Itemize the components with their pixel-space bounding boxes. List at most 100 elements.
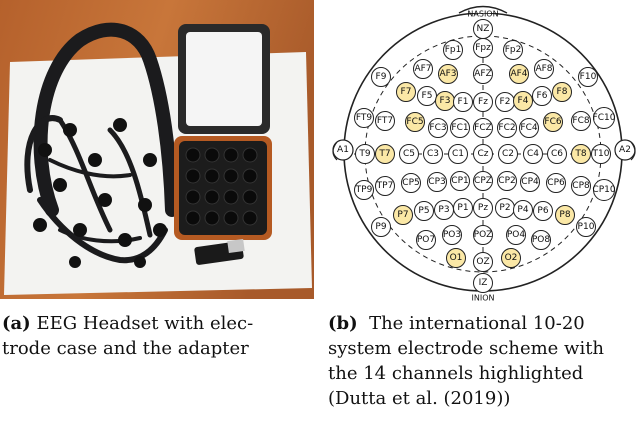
caption-b-line1: The international 10-20 xyxy=(369,313,585,334)
electrode-marker-cp5 xyxy=(401,173,421,193)
electrode-fc10: FC10 xyxy=(593,107,616,129)
electrode-label-poz: POZ xyxy=(474,230,493,240)
right-ear: A2 xyxy=(614,139,636,161)
electrode-label-fc1: FC1 xyxy=(451,123,468,133)
electrode-label-ft7: FT7 xyxy=(377,116,393,126)
caption-a-line1: EEG Headset with elec- xyxy=(36,313,254,334)
electrode-marker-cp10 xyxy=(593,179,615,201)
electrode-c3: C3 xyxy=(423,144,443,164)
electrode-label-p9: P9 xyxy=(375,222,386,232)
electrode-f2: F2 xyxy=(495,92,515,112)
electrode-label-nz: NZ xyxy=(477,24,490,34)
electrode-po7: PO7 xyxy=(416,230,436,250)
electrode-label-cpz: CPZ xyxy=(474,176,492,186)
electrode-label-fc8: FC8 xyxy=(572,116,589,126)
electrode-o1: O1 xyxy=(446,248,466,268)
electrode-nz: NZ xyxy=(473,19,493,39)
electrode-p4: P4 xyxy=(513,200,533,220)
usb-adapter xyxy=(194,238,245,265)
caption-b-label: (b) xyxy=(328,313,358,334)
electrode-label-fc5: FC5 xyxy=(406,117,423,127)
electrode-label-t10: T10 xyxy=(592,149,610,159)
caption-b: (b) The international 10-20 system elect… xyxy=(328,311,644,411)
electrode-label-afz: AFZ xyxy=(474,69,492,79)
electrode-afz: AFZ xyxy=(473,64,493,84)
electrode-fc4: FC4 xyxy=(519,118,539,138)
electrode-label-cp8: CP8 xyxy=(572,181,590,191)
electrode-marker-po7 xyxy=(416,230,436,250)
electrode-label-iz: IZ xyxy=(479,278,488,288)
electrode-ft9: FT9 xyxy=(354,108,374,128)
electrode-p10: P10 xyxy=(576,217,596,237)
electrode-marker-fc2 xyxy=(497,118,517,138)
electrode-oz: OZ xyxy=(473,252,493,272)
electrode-marker-c1 xyxy=(448,144,468,164)
electrode-tp9: TP9 xyxy=(354,180,374,200)
electrode-f5: F5 xyxy=(417,86,437,106)
electrode-label-fc2: FC2 xyxy=(498,123,515,133)
electrode-marker-po8 xyxy=(531,230,551,250)
electrode-fc2: FC2 xyxy=(497,118,517,138)
electrode-label-f7: F7 xyxy=(401,87,412,97)
electrode-marker-p1 xyxy=(453,198,473,218)
electrode-label-fc10: FC10 xyxy=(593,113,616,123)
electrode-pz: Pz xyxy=(473,198,493,218)
electrode-label-o2: O2 xyxy=(505,253,518,263)
electrode-poz: POZ xyxy=(473,225,493,245)
electrode-label-af3: AF3 xyxy=(439,69,456,79)
electrode-p3: P3 xyxy=(434,200,454,220)
electrode-fp1: Fp1 xyxy=(443,40,463,60)
electrode-cp5: CP5 xyxy=(401,173,421,193)
electrode-label-p10: P10 xyxy=(578,222,595,232)
caption-b-line4: (Dutta et al. (2019)) xyxy=(328,388,511,409)
electrode-marker-p10 xyxy=(576,217,596,237)
electrode-label-t9: T9 xyxy=(358,149,370,159)
electrode-marker-c2 xyxy=(498,144,518,164)
caption-a-label: (a) xyxy=(2,313,31,334)
electrode-pods xyxy=(33,118,167,268)
electrode-t10: T10 xyxy=(591,144,611,164)
electrode-marker-fc3 xyxy=(428,118,448,138)
electrode-marker-af7 xyxy=(413,59,433,79)
electrode-fc1: FC1 xyxy=(450,118,470,138)
electrode-c5: C5 xyxy=(399,144,419,164)
electrode-fc6: FC6 xyxy=(543,112,563,132)
electrode-c2: C2 xyxy=(498,144,518,164)
electrode-marker-c5 xyxy=(399,144,419,164)
electrode-f9: F9 xyxy=(371,67,391,87)
electrode-label-fc3: FC3 xyxy=(429,123,446,133)
electrode-label-c6: C6 xyxy=(551,149,563,159)
electrode-fz: Fz xyxy=(473,92,493,112)
electrode-label-c1: C1 xyxy=(452,149,464,159)
caption-a: (a) EEG Headset with elec- trode case an… xyxy=(2,311,314,361)
electrode-marker-f1 xyxy=(453,92,473,112)
electrode-marker-cp4 xyxy=(520,172,540,192)
electrode-label-tp7: TP7 xyxy=(376,181,394,191)
eeg-headset-photo xyxy=(0,0,314,299)
electrode-label-fz: Fz xyxy=(478,97,488,107)
caption-b-line3: the 14 channels highlighted xyxy=(328,363,584,384)
electrode-marker-fc10 xyxy=(593,107,615,129)
caption-b-line2: system electrode scheme with xyxy=(328,338,605,359)
electrode-p1: P1 xyxy=(453,198,473,218)
electrode-marker-c3 xyxy=(423,144,443,164)
electrode-af7: AF7 xyxy=(413,59,433,79)
electrode-marker-af4 xyxy=(509,64,529,84)
electrode-marker-f4 xyxy=(513,91,533,111)
electrode-label-po7: PO7 xyxy=(417,235,435,245)
electrode-fp2: Fp2 xyxy=(503,40,523,60)
electrode-marker-fpz xyxy=(473,38,493,58)
electrode-marker-fcz xyxy=(473,118,493,138)
electrode-label-fp1: Fp1 xyxy=(445,45,462,55)
electrode-cp3: CP3 xyxy=(427,172,447,192)
electrode-cp1: CP1 xyxy=(450,171,470,191)
electrode-marker-po4 xyxy=(506,225,526,245)
electrode-marker-fc1 xyxy=(450,118,470,138)
electrode-tp7: TP7 xyxy=(375,176,395,196)
electrode-af4: AF4 xyxy=(509,64,529,84)
electrode-label-c2: C2 xyxy=(502,149,514,159)
electrode-marker-cp1 xyxy=(450,171,470,191)
electrode-marker-f10 xyxy=(578,67,598,87)
electrode-po8: PO8 xyxy=(531,230,551,250)
